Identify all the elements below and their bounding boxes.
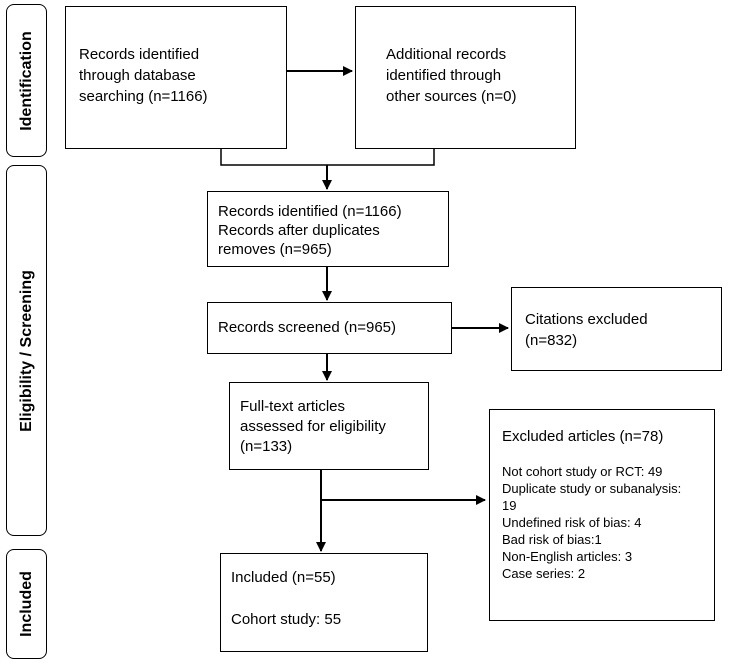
included-count: Included (n=55) bbox=[231, 569, 336, 586]
full-text-line-1: Full-text articles bbox=[240, 398, 346, 415]
excluded-item: Non-English articles: 3 bbox=[502, 549, 633, 564]
excluded-item: Case series: 2 bbox=[502, 566, 586, 581]
citations-excluded-line-2: (n=832) bbox=[525, 332, 578, 349]
stage-identification: Identification bbox=[6, 4, 47, 157]
database-records-line-3: searching (n=1166) bbox=[79, 88, 208, 105]
identification-merge-bracket bbox=[220, 148, 435, 166]
citations-excluded-box: Citations excluded (n=832) bbox=[511, 287, 722, 371]
excluded-item: Undefined risk of bias: 4 bbox=[502, 515, 642, 530]
records-screened-box: Records screened (n=965) bbox=[207, 302, 452, 354]
excluded-articles-title: Excluded articles (n=78) bbox=[502, 428, 664, 445]
identified-dedup-box: Records identified (n=1166) Records afte… bbox=[207, 191, 449, 267]
other-sources-line-2: identified through bbox=[386, 67, 502, 84]
full-text-line-3: (n=133) bbox=[240, 438, 293, 455]
stage-eligibility-screening: Eligibility / Screening bbox=[6, 165, 47, 536]
full-text-line-2: assessed for eligibility bbox=[240, 418, 386, 435]
excluded-item: Not cohort study or RCT: 49 bbox=[502, 464, 663, 479]
identified-dedup-line-2: Records after duplicates bbox=[218, 222, 380, 239]
records-screened-text: Records screened (n=965) bbox=[218, 319, 397, 336]
included-box: Included (n=55) Cohort study: 55 bbox=[220, 553, 428, 652]
identified-dedup-line-3: removes (n=965) bbox=[218, 241, 332, 258]
database-records-box: Records identified through database sear… bbox=[65, 6, 287, 149]
citations-excluded-line-1: Citations excluded bbox=[525, 311, 648, 328]
other-sources-box: Additional records identified through ot… bbox=[355, 6, 576, 149]
other-sources-line-1: Additional records bbox=[386, 46, 507, 63]
excluded-item: 19 bbox=[502, 498, 517, 513]
other-sources-line-3: other sources (n=0) bbox=[386, 88, 517, 105]
stage-included: Included bbox=[6, 549, 47, 659]
excluded-item: Duplicate study or subanalysis: bbox=[502, 481, 682, 496]
database-records-line-2: through database bbox=[79, 67, 196, 84]
excluded-articles-box: Excluded articles (n=78) Not cohort stud… bbox=[489, 409, 715, 621]
database-records-line-1: Records identified bbox=[79, 46, 200, 63]
identified-dedup-line-1: Records identified (n=1166) bbox=[218, 203, 402, 220]
excluded-item: Bad risk of bias:1 bbox=[502, 532, 602, 547]
included-detail: Cohort study: 55 bbox=[231, 611, 342, 628]
full-text-box: Full-text articles assessed for eligibil… bbox=[229, 382, 429, 470]
